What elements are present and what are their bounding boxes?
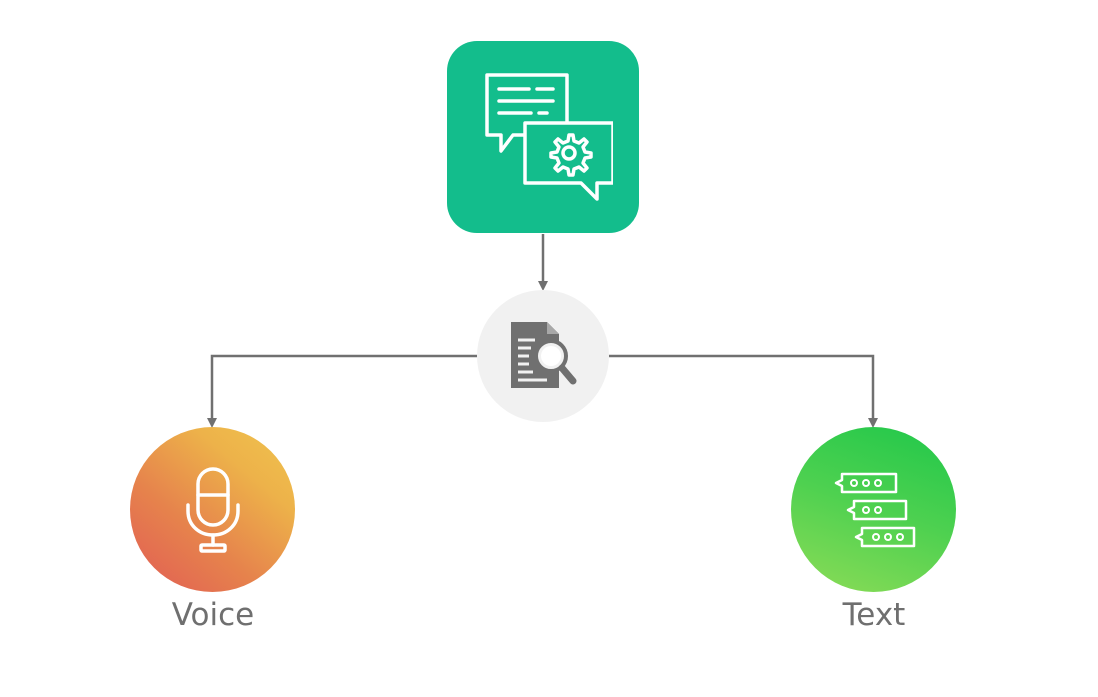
edge-analysis-to-text — [609, 354, 878, 428]
text-label: Text — [842, 597, 906, 633]
voice-label: Voice — [171, 597, 255, 633]
edge-analysis-to-voice — [207, 354, 477, 428]
analysis-node — [477, 290, 609, 422]
microphone-icon — [185, 466, 240, 553]
chat-messages-icon — [834, 472, 915, 547]
text-node — [791, 427, 956, 592]
chatbot-node — [447, 41, 639, 233]
chat-settings-icon — [485, 73, 613, 201]
voice-node — [130, 427, 295, 592]
document-search-icon — [511, 322, 577, 388]
